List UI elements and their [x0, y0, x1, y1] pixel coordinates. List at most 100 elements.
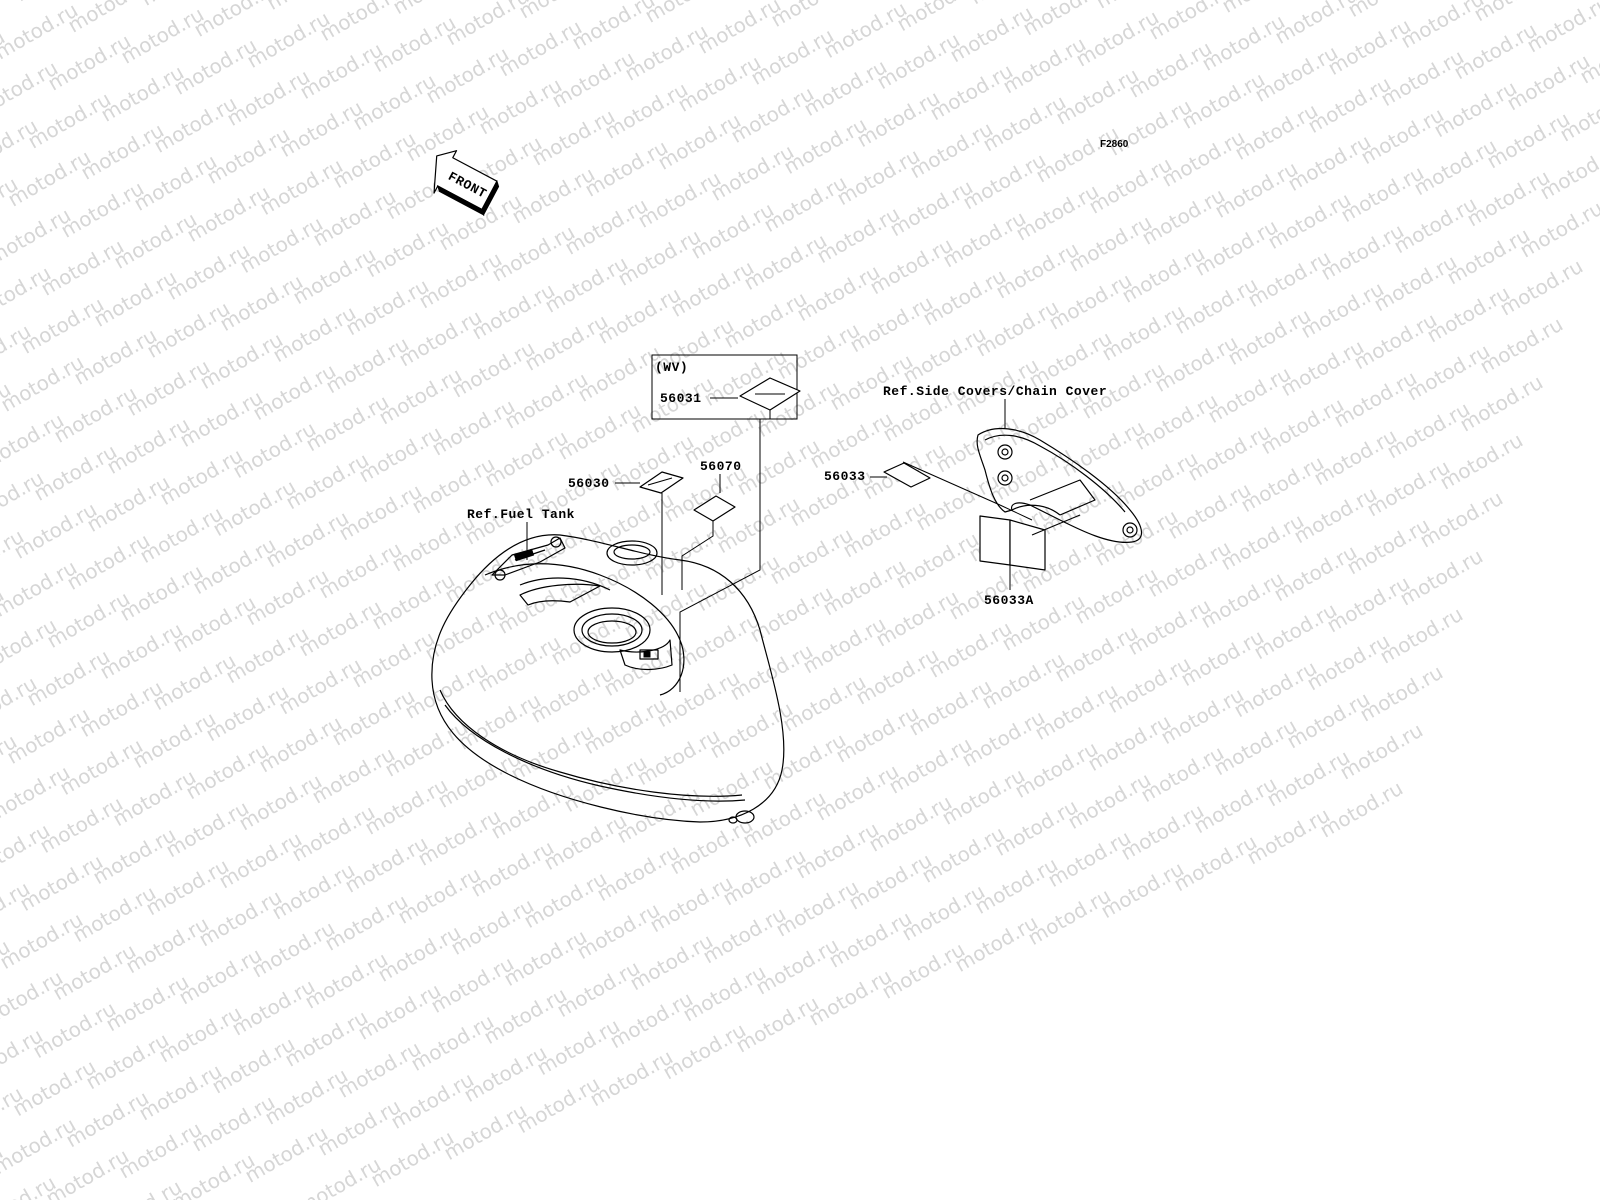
- watermark-text: motod.ru: [37, 234, 128, 301]
- watermark-text: motod.ru: [1370, 250, 1461, 317]
- watermark-text: motod.ru: [521, 309, 612, 376]
- watermark-text: motod.ru: [276, 95, 367, 162]
- watermark-text: motod.ru: [1198, 9, 1289, 76]
- watermark-text: motod.ru: [759, 728, 850, 795]
- watermark-text: motod.ru: [427, 951, 518, 1018]
- watermark-text: motod.ru: [772, 875, 863, 942]
- watermark-text: motod.ru: [1356, 660, 1447, 727]
- watermark-text: motod.ru: [1463, 165, 1554, 232]
- watermark-text: motod.ru: [733, 433, 824, 500]
- fuel-tank-drawing: [431, 534, 785, 824]
- watermark-text: motod.ru: [1244, 245, 1335, 312]
- watermark-text: motod.ru: [309, 184, 400, 251]
- watermark-text: motod.ru: [528, 104, 619, 171]
- decal-56033a-left: [979, 515, 1011, 566]
- watermark-text: motod.ru: [1390, 192, 1481, 259]
- watermark-text: motod.ru: [1012, 179, 1103, 246]
- decal-56033a-right: [1009, 519, 1046, 571]
- watermark-text: motod.ru: [699, 902, 790, 969]
- watermark-text: motod.ru: [242, 564, 333, 631]
- watermark-text: motod.ru: [846, 291, 937, 358]
- watermark-text: motod.ru: [110, 207, 201, 274]
- watermark-text: motod.ru: [533, 1013, 624, 1080]
- watermark-text: motod.ru: [9, 1054, 100, 1121]
- watermark-text: motod.ru: [674, 50, 765, 117]
- watermark-text: motod.ru: [0, 555, 81, 622]
- watermark-text: motod.ru: [130, 149, 221, 216]
- watermark-text: motod.ru: [1357, 102, 1448, 169]
- watermark-text: motod.ru: [633, 723, 724, 790]
- watermark-text: motod.ru: [780, 112, 871, 179]
- watermark-text: motod.ru: [878, 937, 969, 1004]
- watermark-text: motod.ru: [548, 46, 639, 113]
- watermark-text: motod.ru: [163, 238, 254, 305]
- decal-56070: [693, 495, 736, 522]
- watermark-text: motod.ru: [169, 590, 260, 657]
- watermark-text: motod.ru: [155, 1001, 246, 1068]
- watermark-text: motod.ru: [1138, 183, 1229, 250]
- watermark-text: motod.ru: [261, 1063, 352, 1130]
- watermark-text: motod.ru: [1032, 121, 1123, 188]
- watermark-text: motod.ru: [600, 634, 691, 701]
- watermark-text: motod.ru: [288, 800, 379, 867]
- watermark-text: motod.ru: [1231, 98, 1322, 165]
- watermark-text: motod.ru: [601, 77, 692, 144]
- watermark-text: motod.ru: [1019, 0, 1110, 40]
- watermark-text: motod.ru: [321, 889, 412, 956]
- watermark-text: motod.ru: [1177, 624, 1268, 691]
- watermark-text: motod.ru: [520, 866, 611, 933]
- watermark-text: motod.ru: [839, 496, 930, 563]
- watermark-text: motod.ru: [243, 6, 334, 73]
- watermark-text: motod.ru: [501, 367, 592, 434]
- watermark-text: motod.ru: [826, 349, 917, 416]
- watermark-text: motod.ru: [978, 647, 1069, 714]
- watermark-text: motod.ru: [401, 657, 492, 724]
- watermark-text: motod.ru: [659, 1018, 750, 1085]
- watermark-text: motod.ru: [189, 532, 280, 599]
- watermark-text: motod.ru: [328, 684, 419, 751]
- watermark-text: motod.ru: [760, 170, 851, 237]
- watermark-text: motod.ru: [621, 19, 712, 86]
- watermark-text: motod.ru: [23, 644, 114, 711]
- watermark-text: motod.ru: [281, 1005, 372, 1072]
- watermark-text: motod.ru: [845, 848, 936, 915]
- watermark-text: motod.ru: [236, 211, 327, 278]
- wv-variant-box: (WV) 56031: [651, 354, 801, 420]
- watermark-text: motod.ru: [223, 64, 314, 131]
- watermark-text: motod.ru: [1044, 825, 1135, 892]
- watermark-text: motod.ru: [1184, 419, 1275, 486]
- watermark-text: motod.ru: [0, 907, 87, 974]
- watermark-text: motod.ru: [606, 987, 697, 1054]
- watermark-text: motod.ru: [1377, 44, 1468, 111]
- watermark-text: motod.ru: [1343, 513, 1434, 580]
- watermark-text: motod.ru: [1383, 397, 1474, 464]
- watermark-text: motod.ru: [494, 572, 585, 639]
- watermark-text: motod.ru: [0, 1112, 80, 1179]
- watermark-text: motod.ru: [150, 91, 241, 158]
- watermark-text: motod.ru: [567, 545, 658, 612]
- watermark-text: motod.ru: [1051, 620, 1142, 687]
- part-number-56070: 56070: [700, 459, 742, 474]
- watermark-text: motod.ru: [268, 858, 359, 925]
- watermark-text: motod.ru: [1197, 566, 1288, 633]
- watermark-text: motod.ru: [70, 323, 161, 390]
- watermark-text: motod.ru: [368, 568, 459, 635]
- watermark-text: motod.ru: [938, 763, 1029, 830]
- watermark-text: motod.ru: [202, 680, 293, 747]
- watermark-text: motod.ru: [614, 224, 705, 291]
- watermark-text: motod.ru: [222, 622, 313, 689]
- watermark-text: motod.ru: [90, 265, 181, 332]
- watermark-text: motod.ru: [1045, 268, 1136, 335]
- watermark-text: motod.ru: [1303, 629, 1394, 696]
- watermark-text: motod.ru: [634, 166, 725, 233]
- watermark-text: motod.ru: [29, 996, 120, 1063]
- watermark-text: motod.ru: [235, 769, 326, 836]
- watermark-text: motod.ru: [176, 385, 267, 452]
- watermark-text: motod.ru: [979, 90, 1070, 157]
- watermark-text: motod.ru: [474, 630, 565, 697]
- watermark-text: motod.ru: [203, 122, 294, 189]
- watermark-text: motod.ru: [102, 970, 193, 1037]
- watermark-text: motod.ru: [190, 0, 281, 42]
- watermark-text: motod.ru: [946, 1, 1037, 68]
- watermark-text: motod.ru: [188, 1090, 279, 1157]
